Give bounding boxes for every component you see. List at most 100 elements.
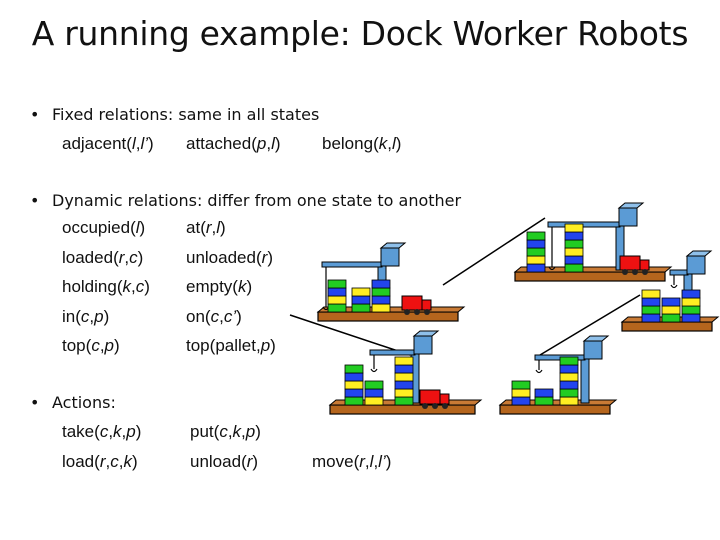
- relation-top-pallet-p: top(pallet,p): [186, 336, 276, 355]
- predicate-arg: l: [135, 218, 140, 237]
- predicate-arg: c: [91, 336, 100, 355]
- bullet-fixed: •Fixed relations: same in all states: [30, 105, 319, 124]
- predicate-arg: pallet: [215, 336, 256, 355]
- predicate-arg: r: [359, 452, 365, 471]
- predicate-arg: r: [99, 452, 106, 471]
- bullet-dynamic-text: Dynamic relations: differ from one state…: [52, 191, 462, 210]
- container: [641, 313, 661, 323]
- bullet-dynamic: •Dynamic relations: differ from one stat…: [30, 191, 461, 210]
- dock-platform: [621, 321, 713, 332]
- predicate-arg: c: [129, 248, 138, 267]
- action-unload: unload(r): [190, 452, 259, 471]
- robot-wheel: [404, 309, 410, 315]
- relation-at: at(r,l): [186, 218, 226, 237]
- crane-mast: [580, 354, 590, 404]
- road: [289, 314, 411, 356]
- robot-body: [401, 295, 423, 311]
- container: [526, 247, 546, 257]
- predicate-name: take: [62, 422, 95, 441]
- crane-arm: [321, 261, 383, 268]
- crane-hook: [535, 369, 543, 374]
- predicate-name: loaded: [62, 248, 114, 267]
- container: [511, 380, 531, 390]
- container: [559, 372, 579, 382]
- container: [681, 297, 701, 307]
- container: [564, 255, 584, 265]
- predicate-arg: k: [378, 134, 388, 153]
- container: [564, 223, 584, 233]
- container: [661, 297, 681, 307]
- predicate-arg: c: [110, 452, 119, 471]
- action-move: move(r,l,l’): [312, 452, 392, 471]
- container: [394, 380, 414, 390]
- predicate-arg: c: [210, 307, 220, 326]
- relation-top-c-p: top(c,p): [62, 336, 120, 355]
- robot-wheel: [442, 403, 448, 409]
- container: [641, 305, 661, 315]
- predicate-arg: l’: [378, 452, 386, 471]
- predicate-name: load: [62, 452, 95, 471]
- crane-cab-top: [379, 242, 407, 249]
- crane-arm: [669, 269, 689, 276]
- predicate-arg: c: [99, 422, 109, 441]
- predicate-arg: c: [219, 422, 228, 441]
- container: [559, 388, 579, 398]
- robot-wheel: [424, 309, 430, 315]
- predicate-name: holding: [62, 277, 117, 296]
- predicate-arg: c’: [223, 307, 237, 326]
- container: [641, 297, 661, 307]
- container: [661, 313, 681, 323]
- container: [344, 380, 364, 390]
- container: [394, 356, 414, 366]
- crane-cab-top: [582, 335, 610, 342]
- predicate-arg: l: [131, 134, 136, 153]
- bullet-actions: •Actions:: [30, 393, 116, 412]
- predicate-arg: p: [104, 336, 115, 355]
- crane-hook: [670, 284, 678, 289]
- relation-loaded: loaded(r,c): [62, 248, 144, 267]
- predicate-name: on: [186, 307, 205, 326]
- container: [564, 231, 584, 241]
- predicate-name: occupied: [62, 218, 131, 237]
- robot-cab: [421, 299, 432, 311]
- predicate-arg: l: [216, 218, 221, 237]
- predicate-arg: k: [122, 277, 132, 296]
- container: [327, 303, 347, 313]
- crane-hook: [370, 368, 378, 373]
- relation-holding: holding(k,c): [62, 277, 150, 296]
- predicate-name: top: [186, 336, 210, 355]
- container: [559, 356, 579, 366]
- predicate-name: belong: [322, 134, 374, 153]
- container: [344, 388, 364, 398]
- predicate-arg: p: [126, 422, 136, 441]
- relation-unloaded: unloaded(r): [186, 248, 273, 267]
- road: [539, 294, 641, 356]
- predicate-name: put: [190, 422, 214, 441]
- predicate-arg: r: [205, 218, 212, 237]
- predicate-arg: k: [123, 452, 132, 471]
- predicate-name: adjacent: [62, 134, 127, 153]
- container: [344, 396, 364, 406]
- crane-cab-top: [685, 250, 713, 257]
- container: [681, 289, 701, 299]
- container: [351, 287, 371, 297]
- predicate-arg: l’: [140, 134, 149, 153]
- container: [327, 287, 347, 297]
- predicate-arg: r: [246, 452, 253, 471]
- container: [526, 231, 546, 241]
- crane-cab-top: [617, 202, 645, 209]
- container: [394, 364, 414, 374]
- relation-in: in(c,p): [62, 307, 110, 326]
- crane-cab: [618, 207, 638, 227]
- container: [681, 305, 701, 315]
- container: [371, 303, 391, 313]
- container: [394, 372, 414, 382]
- container: [327, 295, 347, 305]
- container: [564, 263, 584, 273]
- container: [564, 239, 584, 249]
- robot-wheel: [432, 403, 438, 409]
- predicate-arg: k: [232, 422, 242, 441]
- predicate-arg: l: [271, 134, 275, 153]
- predicate-name: unload: [190, 452, 242, 471]
